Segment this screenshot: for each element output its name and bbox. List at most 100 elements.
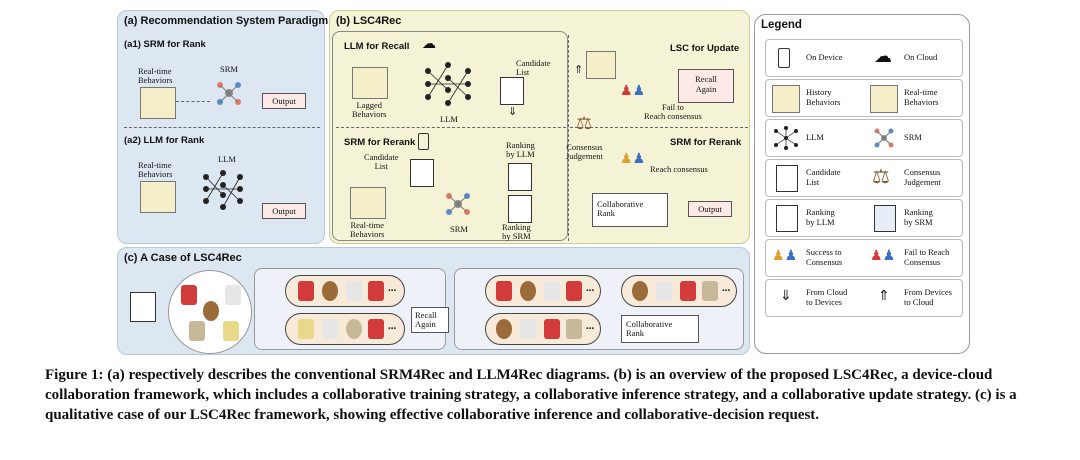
behavior-icon bbox=[140, 181, 176, 213]
srm-icon bbox=[212, 77, 246, 109]
a1-arrow bbox=[176, 101, 210, 102]
item-icon bbox=[298, 319, 314, 339]
candidate-list2-label: Candidate List bbox=[364, 152, 399, 171]
item-icon bbox=[368, 281, 384, 301]
a1-title: (a1) SRM for Rank bbox=[124, 39, 206, 50]
ranking-srm-icon bbox=[508, 195, 532, 223]
item-icon bbox=[346, 281, 362, 301]
item-icon bbox=[520, 319, 536, 339]
legend-row: Ranking by LLM Ranking by SRM bbox=[765, 199, 963, 237]
collab-rank-box: Collaborative Rank bbox=[592, 193, 668, 227]
cloud-icon: ☁ bbox=[422, 37, 436, 52]
cloud-icon: ☁ bbox=[874, 46, 892, 66]
realtime-behavior-icon bbox=[870, 85, 898, 113]
llm-icon bbox=[198, 167, 248, 211]
a2-output-box: Output bbox=[262, 203, 306, 219]
ranking-llm-icon bbox=[508, 163, 532, 191]
recall-again-label: Recall Again bbox=[415, 310, 437, 329]
ranking-llm-pill: ... bbox=[285, 275, 405, 307]
collab-rank-pill: ... bbox=[621, 275, 737, 307]
item-icon bbox=[520, 281, 536, 301]
ellipsis: ... bbox=[722, 282, 731, 294]
legend-history: History Behaviors bbox=[806, 87, 841, 107]
legend-cloud-to-devices: From Cloud to Devices bbox=[806, 287, 848, 307]
consensus-judgement-icon: ⚖ bbox=[576, 113, 593, 133]
divider bbox=[570, 127, 748, 128]
legend-srm: SRM bbox=[904, 132, 922, 142]
legend-llm: LLM bbox=[806, 132, 824, 142]
candidate-list-icon bbox=[500, 77, 524, 105]
panel-b: (b) LSC4Rec LLM for Recall ☁ Lagged Beha… bbox=[329, 10, 750, 244]
ranking-srm-label: Ranking by SRM bbox=[502, 222, 531, 241]
up-arrow-icon: ⇑ bbox=[878, 289, 890, 304]
ellipsis: ... bbox=[586, 282, 595, 294]
legend-row: Candidate List ⚖ Consensus Judgement bbox=[765, 159, 963, 197]
item-icon bbox=[322, 319, 338, 339]
item-icon bbox=[298, 281, 314, 301]
candidate-list-label: Candidate List bbox=[516, 58, 551, 77]
device-icon bbox=[778, 48, 790, 68]
item-icon bbox=[544, 281, 560, 301]
item-icon bbox=[181, 285, 197, 305]
legend-realtime: Real-time Behaviors bbox=[904, 87, 939, 107]
srm-label: SRM bbox=[450, 224, 468, 234]
ranking-srm-pill: ... bbox=[485, 313, 601, 345]
llm-icon bbox=[420, 59, 476, 109]
candidate-list-icon bbox=[776, 165, 798, 192]
a1-output-box: Output bbox=[262, 93, 306, 109]
success-consensus-icon: ♟♟ bbox=[772, 249, 798, 264]
candidate-list-icon bbox=[130, 292, 156, 322]
lsc-update-title: LSC for Update bbox=[670, 43, 740, 54]
candidate-items-circle bbox=[168, 270, 252, 354]
consensus-judgement-icon: ⚖ bbox=[872, 166, 890, 188]
down-arrow-icon: ⇓ bbox=[780, 289, 792, 304]
item-icon bbox=[368, 319, 384, 339]
behavior-icon bbox=[140, 87, 176, 119]
legend-on-cloud: On Cloud bbox=[904, 52, 938, 62]
divider bbox=[336, 127, 566, 128]
item-icon bbox=[544, 319, 560, 339]
a1-input-label: Real-time Behaviors bbox=[138, 66, 173, 85]
inference-frame bbox=[332, 31, 568, 241]
item-icon bbox=[680, 281, 696, 301]
a1-model-label: SRM bbox=[220, 64, 238, 74]
output-box: Output bbox=[688, 201, 732, 217]
recall-again-box: Recall Again bbox=[678, 69, 734, 103]
panel-a-title: (a) Recommendation System Paradigm bbox=[124, 15, 329, 27]
item-icon bbox=[632, 281, 648, 301]
case-collab-group: ... ... ... Collaborative Rank bbox=[454, 268, 744, 350]
history-behavior-icon bbox=[352, 67, 388, 99]
realtime-behavior-icon bbox=[350, 187, 386, 219]
srm-rerank-title: SRM for Rerank bbox=[670, 137, 742, 148]
figure-caption: Figure 1: (a) respectively describes the… bbox=[45, 367, 1017, 423]
collab-rank-label: Collaborative Rank bbox=[626, 319, 673, 338]
item-icon bbox=[225, 285, 241, 305]
fail-consensus-icon: ♟♟ bbox=[870, 249, 896, 264]
a2-input-label: Real-time Behaviors bbox=[138, 160, 173, 179]
item-icon bbox=[702, 281, 718, 301]
lagged-label: Lagged Behaviors bbox=[352, 100, 387, 119]
legend-success: Success to Consensus bbox=[806, 247, 843, 267]
fail-label: Fail to Reach consensus bbox=[644, 102, 702, 121]
panel-b-title: (b) LSC4Rec bbox=[336, 15, 402, 27]
legend-row: LLM SRM bbox=[765, 119, 963, 157]
rerank-title: SRM for Rerank bbox=[344, 137, 416, 148]
item-icon bbox=[566, 281, 582, 301]
history-behavior-icon bbox=[772, 85, 800, 113]
fail-consensus-icon: ♟♟ bbox=[620, 84, 646, 99]
item-icon bbox=[566, 319, 582, 339]
legend-on-device: On Device bbox=[806, 52, 843, 62]
realtime-label: Real-time Behaviors bbox=[350, 220, 385, 239]
legend-row: ♟♟ Success to Consensus ♟♟ Fail to Reach… bbox=[765, 239, 963, 277]
ranking-srm-pill: ... bbox=[285, 313, 405, 345]
item-icon bbox=[322, 281, 338, 301]
case-ranking-group: ... ... Recall Again bbox=[254, 268, 449, 350]
consensus-label: Consensus Judgement bbox=[566, 142, 603, 161]
ellipsis: ... bbox=[388, 282, 397, 294]
legend-ranking-llm: Ranking by LLM bbox=[806, 207, 835, 227]
recall-title: LLM for Recall bbox=[344, 41, 410, 52]
legend-consensus: Consensus Judgement bbox=[904, 167, 941, 187]
panel-a: (a) Recommendation System Paradigm (a1) … bbox=[117, 10, 329, 244]
panel-c-title: (c) A Case of LSC4Rec bbox=[124, 252, 242, 264]
srm-icon bbox=[442, 189, 474, 219]
